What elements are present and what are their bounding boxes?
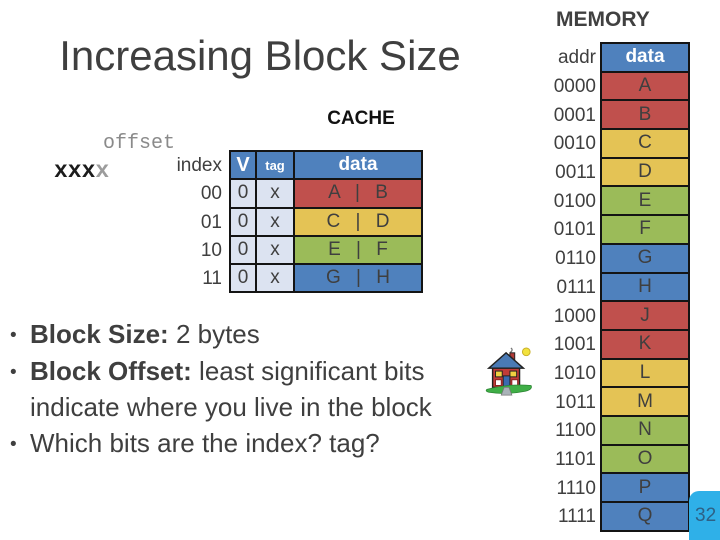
memory-cell: K bbox=[602, 330, 688, 358]
cache-tag-cell: x bbox=[257, 180, 293, 207]
cache-tag-header: tag bbox=[257, 152, 293, 179]
cache-data-header: data bbox=[295, 152, 421, 179]
cache-index-label: 01 bbox=[200, 211, 222, 233]
sun-icon bbox=[521, 347, 531, 357]
memory-addr-label: 0000 bbox=[553, 76, 596, 98]
memory-cell: B bbox=[602, 101, 688, 129]
bullet-item: • Block Size: 2 bytes bbox=[6, 317, 546, 354]
cache-index-label: 00 bbox=[200, 183, 222, 205]
page-number-badge: 32 bbox=[689, 491, 720, 540]
cache-valid-cell: 0 bbox=[231, 180, 255, 207]
bullet-item: • Which bits are the index? tag? bbox=[6, 426, 546, 463]
cache-data-cell: E | F bbox=[295, 236, 421, 264]
memory-addr-label: 0111 bbox=[556, 276, 596, 298]
bullet-continuation: indicate where you live in the block bbox=[30, 392, 432, 422]
memory-cell: F bbox=[602, 216, 688, 243]
memory-cell: H bbox=[602, 273, 688, 301]
memory-addr-label: 1111 bbox=[557, 506, 596, 528]
memory-addr-label: 1101 bbox=[555, 448, 596, 470]
memory-data-header: data bbox=[602, 44, 688, 71]
page-title: Increasing Block Size bbox=[59, 32, 461, 79]
bullet-dot: • bbox=[10, 325, 17, 346]
offset-label: offset bbox=[103, 132, 176, 155]
memory-addr-column: addr 0000 0001 0010 0011 0100 0101 0110 … bbox=[500, 44, 596, 532]
memory-cell: L bbox=[602, 359, 688, 387]
memory-cell: J bbox=[602, 302, 688, 329]
cache-valid-cell: 0 bbox=[231, 208, 255, 235]
memory-addr-label: 0010 bbox=[553, 133, 596, 155]
bullet-item: • Block Offset: least significant bits bbox=[6, 354, 546, 391]
cache-data-cell: C | D bbox=[295, 208, 421, 235]
memory-addr-label: 1011 bbox=[555, 391, 596, 413]
cache-tag-cell: x bbox=[257, 265, 293, 292]
cache-tag-cell: x bbox=[257, 208, 293, 235]
cache-index-label: 10 bbox=[200, 240, 222, 262]
memory-addr-label: 1110 bbox=[556, 477, 596, 499]
house-icon bbox=[485, 347, 532, 396]
memory-addr-label: 0110 bbox=[555, 248, 596, 270]
memory-addr-header: addr bbox=[557, 47, 596, 69]
memory-addr-label: 0101 bbox=[553, 219, 596, 241]
cache-section-title: CACHE bbox=[327, 108, 395, 129]
memory-addr-label: 0001 bbox=[553, 104, 596, 126]
bullet-text: 2 bytes bbox=[168, 319, 260, 349]
memory-cell: D bbox=[602, 158, 688, 186]
memory-cell: Q bbox=[602, 503, 688, 530]
cache-table: V tag data 0 x A | B 0 x C | D 0 x E | F… bbox=[229, 150, 423, 294]
cache-valid-cell: 0 bbox=[231, 265, 255, 292]
memory-cell: M bbox=[602, 388, 688, 415]
cache-tag-cell: x bbox=[257, 236, 293, 264]
memory-addr-label: 1001 bbox=[553, 334, 596, 356]
cache-index-column: index 00 01 10 11 bbox=[120, 152, 222, 293]
bullet-dot: • bbox=[10, 433, 17, 455]
memory-cell: N bbox=[602, 416, 688, 444]
memory-addr-label: 0100 bbox=[553, 190, 596, 212]
memory-addr-label: 1100 bbox=[555, 420, 596, 442]
bullet-text: Which bits are the index? tag? bbox=[30, 427, 380, 458]
memory-addr-label: 1010 bbox=[553, 362, 596, 384]
page-number: 32 bbox=[695, 505, 717, 526]
bullet-bold-text: Block Offset: bbox=[30, 355, 192, 386]
memory-cell: E bbox=[602, 187, 688, 215]
address-bits-index: xxx bbox=[54, 158, 96, 184]
memory-cell: G bbox=[602, 244, 688, 272]
address-bits-offset: x bbox=[95, 158, 110, 184]
cache-index-label: 11 bbox=[202, 268, 222, 290]
bullet-bold-text: Block Size: bbox=[30, 319, 169, 349]
memory-cell: O bbox=[602, 445, 688, 473]
memory-table: data A B C D E F G H J K L M N O P Q bbox=[600, 42, 690, 532]
memory-cell: P bbox=[602, 474, 688, 501]
memory-addr-label: 1000 bbox=[553, 305, 596, 327]
bullet-text: least significant bits bbox=[191, 355, 425, 386]
cache-index-header: index bbox=[176, 155, 222, 177]
cache-valid-header: V bbox=[231, 152, 255, 179]
memory-cell: C bbox=[602, 130, 688, 157]
memory-addr-label: 0011 bbox=[555, 162, 596, 184]
address-bits: xxxx bbox=[54, 158, 109, 184]
memory-section-title: MEMORY bbox=[556, 8, 650, 31]
cache-valid-cell: 0 bbox=[231, 236, 255, 264]
bullet-list: • Block Size: 2 bytes • Block Offset: leas… bbox=[6, 317, 546, 462]
cache-data-cell: G | H bbox=[295, 265, 421, 292]
cache-data-cell: A | B bbox=[295, 180, 421, 207]
bullet-dot: • bbox=[10, 361, 17, 383]
memory-cell: A bbox=[602, 72, 688, 100]
